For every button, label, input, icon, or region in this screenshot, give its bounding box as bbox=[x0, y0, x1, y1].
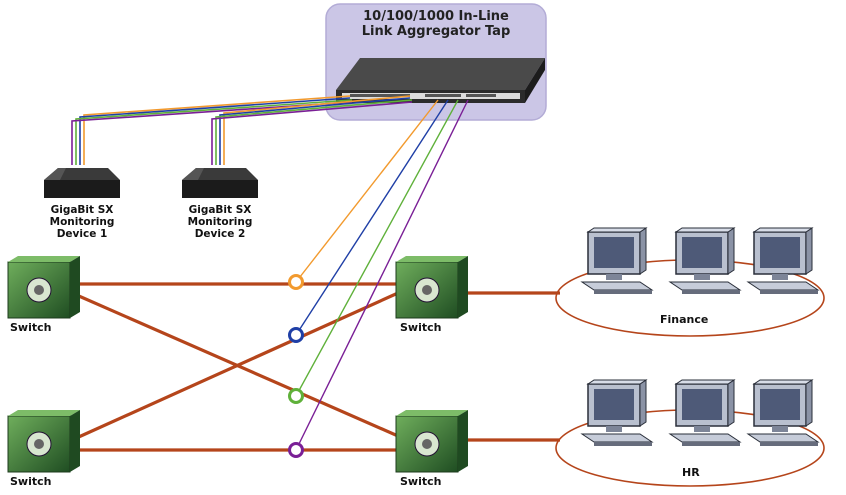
switch-icon bbox=[7, 256, 80, 319]
switch-label: Switch bbox=[10, 475, 52, 488]
tap-lines bbox=[295, 99, 469, 451]
computer-icon bbox=[668, 227, 742, 294]
computer-icon bbox=[580, 379, 654, 446]
monitoring-device-2-label: GigaBit SX Monitoring Device 2 bbox=[187, 204, 253, 241]
computers bbox=[580, 227, 820, 446]
monitor-cables bbox=[71, 95, 413, 165]
tap-title-line1: 10/100/1000 In-Line bbox=[363, 9, 509, 24]
computer-icon bbox=[668, 379, 742, 446]
switch-icon bbox=[395, 256, 468, 319]
aggregator-tap-device bbox=[336, 58, 545, 103]
tap-title-line2: Link Aggregator Tap bbox=[361, 23, 511, 39]
tap-title: 10/100/1000 In-Line Link Aggregator Tap bbox=[326, 9, 546, 40]
monitoring-device-1 bbox=[44, 168, 120, 198]
switch-links bbox=[71, 282, 560, 452]
tap-point-orange bbox=[288, 274, 304, 290]
monitoring-device-1-label: GigaBit SX Monitoring Device 1 bbox=[49, 204, 115, 241]
computer-icon bbox=[580, 227, 654, 294]
monitoring-device-2 bbox=[182, 168, 258, 198]
network-label-hr: HR bbox=[682, 466, 700, 479]
switch-label: Switch bbox=[400, 321, 442, 334]
tap-point-green bbox=[288, 388, 304, 404]
network-label-finance: Finance bbox=[660, 313, 709, 326]
switch-icon bbox=[395, 410, 468, 473]
computer-icon bbox=[746, 379, 820, 446]
switch-icon bbox=[7, 410, 80, 473]
switch-label: Switch bbox=[10, 321, 52, 334]
switch-label: Switch bbox=[400, 475, 442, 488]
tap-point-purple bbox=[288, 442, 304, 458]
tap-point-blue bbox=[288, 327, 304, 343]
computer-icon bbox=[746, 227, 820, 294]
